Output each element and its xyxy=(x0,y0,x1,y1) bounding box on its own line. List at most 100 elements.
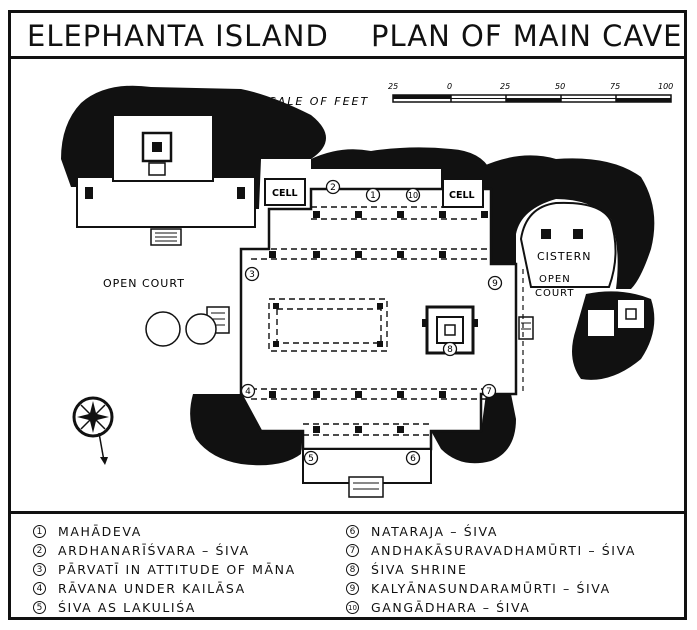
west-shrine xyxy=(76,114,256,246)
shrine-guardian xyxy=(422,319,428,327)
rock-southwest xyxy=(190,394,303,466)
legend-item: 9 KALYĀNASUNDARAMŪRTI – ŚIVA xyxy=(346,579,636,598)
legend-text: KALYĀNASUNDARAMŪRTI – ŚIVA xyxy=(371,581,611,596)
title-location: ELEPHANTA ISLAND xyxy=(27,19,329,53)
court-plinth xyxy=(185,313,217,345)
legend-text: RĀVANA UNDER KAILĀSA xyxy=(58,581,246,596)
marker-circle xyxy=(481,383,497,399)
cave-plan-drawing: SCALE OF FEET 25 0 25 50 75 100 xyxy=(61,82,673,498)
marker-circle xyxy=(487,275,503,291)
scale-tick-label: 50 xyxy=(555,82,565,91)
open-court-west-label: OPEN COURT xyxy=(103,277,185,290)
cell-right-box xyxy=(442,178,484,208)
marker-circle xyxy=(442,341,458,357)
pillar xyxy=(313,251,320,258)
marker-label: 6 xyxy=(410,454,416,464)
legend-number: 10 xyxy=(346,601,359,614)
pillar xyxy=(439,211,446,218)
pillar xyxy=(397,211,404,218)
cistern-outline xyxy=(519,201,617,288)
pillar xyxy=(355,391,362,398)
cistern-pillar xyxy=(541,229,551,239)
legend-item: 3 PĀRVATĪ IN ATTITUDE OF MĀNA xyxy=(33,560,296,579)
open-court-east-label: OPEN xyxy=(539,274,571,285)
legend-number: 8 xyxy=(346,563,359,576)
west-shrine-pillar xyxy=(237,187,245,199)
legend-item: 1 MAHĀDEVA xyxy=(33,522,296,541)
rock-northeast xyxy=(481,155,655,289)
legend-item: 5 ŚIVA AS LAKULIŚA xyxy=(33,598,296,617)
title-plan: PLAN OF MAIN CAVE xyxy=(371,19,683,53)
pillar xyxy=(377,341,383,347)
legend-number: 4 xyxy=(33,582,46,595)
legend-item: 2 ARDHANARĪŚVARA – ŚIVA xyxy=(33,541,296,560)
scale-bar: SCALE OF FEET 25 0 25 50 75 100 xyxy=(259,82,673,108)
legend-item: 6 NATARAJA – ŚIVA xyxy=(346,522,636,541)
marker-circle xyxy=(365,187,381,203)
legend-text: PĀRVATĪ IN ATTITUDE OF MĀNA xyxy=(58,562,296,577)
pillar xyxy=(313,426,320,433)
legend-text: NATARAJA – ŚIVA xyxy=(371,524,499,539)
west-shrine-hall xyxy=(76,176,256,228)
pillar xyxy=(269,251,276,258)
cistern-pillar xyxy=(573,229,583,239)
pillar xyxy=(273,303,279,309)
legend: 1 MAHĀDEVA 2 ARDHANARĪŚVARA – ŚIVA 3 PĀR… xyxy=(11,511,684,617)
legend-item: 8 ŚIVA SHRINE xyxy=(346,560,636,579)
marker-label: 2 xyxy=(330,183,336,193)
shrine-guardian xyxy=(472,319,478,327)
compass-rose-icon xyxy=(72,396,114,438)
legend-text: ARDHANARĪŚVARA – ŚIVA xyxy=(58,543,250,558)
pillar xyxy=(397,251,404,258)
open-court-east-label: COURT xyxy=(535,288,575,299)
cistern-label: CISTERN xyxy=(537,250,591,263)
legend-number: 1 xyxy=(33,525,46,538)
pillar xyxy=(355,426,362,433)
scale-tick-label: 100 xyxy=(658,82,673,91)
east-stairs xyxy=(518,316,534,340)
marker-label: 4 xyxy=(245,387,251,397)
legend-number: 9 xyxy=(346,582,359,595)
legend-text: ŚIVA AS LAKULIŚA xyxy=(58,600,196,615)
pillar xyxy=(269,391,276,398)
cell-left-label: CELL xyxy=(272,188,298,199)
pillar xyxy=(397,391,404,398)
court-plinth xyxy=(145,311,181,347)
marker-circle xyxy=(405,187,421,203)
east-shrine-chamber xyxy=(586,308,616,338)
pillar xyxy=(273,341,279,347)
main-hall-outline xyxy=(239,187,518,451)
pillar xyxy=(397,426,404,433)
legend-number: 3 xyxy=(33,563,46,576)
scale-tick-label: 0 xyxy=(447,82,452,91)
siva-shrine-linga xyxy=(444,324,456,336)
legend-item: 10 GANGĀDHARA – ŚIVA xyxy=(346,598,636,617)
legend-number: 2 xyxy=(33,544,46,557)
marker-circle xyxy=(240,383,256,399)
pillar xyxy=(355,211,362,218)
legend-column-right: 6 NATARAJA – ŚIVA 7 ANDHAKĀSURAVADHAMŪRT… xyxy=(346,522,636,617)
marker-circle xyxy=(405,450,421,466)
scale-tick-label: 75 xyxy=(610,82,620,91)
plan-sheet: ELEPHANTA ISLAND PLAN OF MAIN CAVE SCALE… xyxy=(8,10,687,620)
marker-label: 5 xyxy=(308,454,314,464)
pillar xyxy=(313,391,320,398)
sculpture-markers: 1 2 3 4 5 6 7 8 9 10 xyxy=(240,179,503,466)
legend-item: 4 RĀVANA UNDER KAILĀSA xyxy=(33,579,296,598)
scale-bar-fill-b xyxy=(506,98,561,102)
pillar xyxy=(481,211,488,218)
marker-label: 8 xyxy=(447,345,453,355)
legend-text: ANDHAKĀSURAVADHAMŪRTI – ŚIVA xyxy=(371,543,637,558)
cell-right-label: CELL xyxy=(449,190,475,201)
legend-number: 6 xyxy=(346,525,359,538)
marker-label: 3 xyxy=(249,270,255,280)
south-stairs xyxy=(348,476,384,498)
north-arrow-icon xyxy=(98,432,108,465)
scale-bar-fill-a xyxy=(393,95,451,99)
marker-label: 10 xyxy=(408,191,418,200)
scale-tick-label: 25 xyxy=(500,82,510,91)
title-bar: ELEPHANTA ISLAND PLAN OF MAIN CAVE xyxy=(11,13,684,59)
marker-circle xyxy=(303,450,319,466)
legend-item: 7 ANDHAKĀSURAVADHAMŪRTI – ŚIVA xyxy=(346,541,636,560)
cell-left-box xyxy=(264,178,306,206)
